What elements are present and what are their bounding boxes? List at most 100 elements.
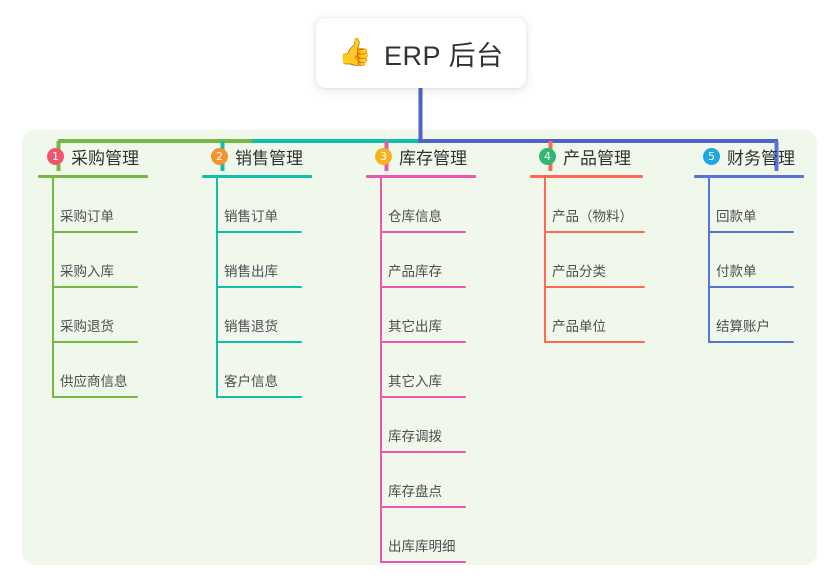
branch-title: 采购管理: [71, 148, 139, 168]
branch-spine: [708, 178, 710, 343]
branch-column: 4 产品管理产品（物料） 产品分类产品单位: [530, 144, 645, 343]
leaf-node-label: 销售退货: [224, 319, 278, 334]
leaf-underline: [52, 396, 138, 398]
leaf-node[interactable]: 客户信息: [202, 343, 312, 398]
leaf-node-label: 产品库存: [388, 264, 442, 279]
leaf-underline: [380, 231, 466, 233]
leaf-node[interactable]: 其它入库: [366, 343, 476, 398]
leaf-underline: [380, 506, 466, 508]
leaf-node[interactable]: 采购退货: [38, 288, 148, 343]
leaf-node[interactable]: 库存调拨: [366, 398, 476, 453]
thumbs-up-icon: 👍: [338, 36, 373, 67]
leaf-underline: [216, 396, 302, 398]
branch-header[interactable]: 3 库存管理: [366, 144, 476, 168]
branch-title: 财务管理: [727, 148, 795, 168]
branch-underline: [530, 175, 643, 178]
leaf-node[interactable]: 出库库明细: [366, 508, 476, 563]
leaf-node-label: 采购入库: [60, 264, 114, 279]
branch-title: 产品管理: [563, 148, 631, 168]
leaf-node[interactable]: 产品分类: [530, 233, 645, 288]
branch-header[interactable]: 1 采购管理: [38, 144, 148, 168]
root-node-label: ERP 后台: [384, 40, 504, 71]
branch-number-badge: 2: [211, 147, 228, 165]
branch-spine: [52, 178, 54, 398]
leaf-node[interactable]: 回款单: [694, 178, 804, 233]
branch-underline: [694, 175, 804, 178]
leaf-node-label: 库存盘点: [388, 484, 442, 499]
leaf-underline: [708, 286, 794, 288]
leaf-node[interactable]: 产品单位: [530, 288, 645, 343]
leaf-underline: [216, 231, 302, 233]
leaf-node[interactable]: 结算账户: [694, 288, 804, 343]
branch-column: 5 财务管理回款单付款单结算账户: [694, 144, 804, 343]
leaf-node[interactable]: 销售订单: [202, 178, 312, 233]
leaf-node[interactable]: 供应商信息: [38, 343, 148, 398]
branch-header[interactable]: 2 销售管理: [202, 144, 312, 168]
leaf-node[interactable]: 销售出库: [202, 233, 312, 288]
leaf-node-label: 产品（物料）: [552, 209, 633, 224]
leaf-node[interactable]: 其它出库: [366, 288, 476, 343]
branch-number-badge: 3: [375, 147, 392, 165]
leaf-node-label: 回款单: [716, 209, 757, 224]
leaf-node-label: 产品单位: [552, 319, 606, 334]
branch-leaf-list: 仓库信息产品库存其它出库其它入库库存调拨库存盘点出库库明细: [366, 178, 476, 563]
branch-number-badge: 1: [47, 147, 64, 165]
leaf-node-label: 供应商信息: [60, 374, 128, 389]
leaf-underline: [380, 396, 466, 398]
branch-column: 1 采购管理采购订单采购入库采购退货供应商信息: [38, 144, 148, 398]
leaf-node-label: 产品分类: [552, 264, 606, 279]
branch-leaf-list: 产品（物料） 产品分类产品单位: [530, 178, 645, 343]
branch-spine: [216, 178, 218, 398]
branch-header[interactable]: 4 产品管理: [530, 144, 643, 168]
leaf-node[interactable]: 销售退货: [202, 288, 312, 343]
leaf-underline: [380, 286, 466, 288]
leaf-underline: [544, 286, 645, 288]
branch-title: 库存管理: [399, 148, 467, 168]
leaf-underline: [52, 231, 138, 233]
leaf-underline: [708, 341, 794, 343]
branch-underline: [202, 175, 312, 178]
leaf-underline: [380, 341, 466, 343]
leaf-node[interactable]: 产品（物料）: [530, 178, 645, 233]
leaf-underline: [544, 231, 645, 233]
branch-header[interactable]: 5 财务管理: [694, 144, 804, 168]
leaf-underline: [52, 341, 138, 343]
branch-spine: [380, 178, 382, 563]
leaf-node[interactable]: 产品库存: [366, 233, 476, 288]
leaf-node[interactable]: 仓库信息: [366, 178, 476, 233]
branch-underline: [366, 175, 476, 178]
leaf-node-label: 采购退货: [60, 319, 114, 334]
branch-leaf-list: 回款单付款单结算账户: [694, 178, 804, 343]
leaf-node-label: 出库库明细: [388, 539, 456, 554]
leaf-underline: [708, 231, 794, 233]
leaf-node-label: 付款单: [716, 264, 757, 279]
leaf-node-label: 采购订单: [60, 209, 114, 224]
leaf-node[interactable]: 采购订单: [38, 178, 148, 233]
branch-leaf-list: 采购订单采购入库采购退货供应商信息: [38, 178, 148, 398]
diagram-panel: [22, 130, 817, 565]
leaf-underline: [380, 561, 466, 563]
leaf-node-label: 销售订单: [224, 209, 278, 224]
branch-column: 3 库存管理仓库信息产品库存其它出库其它入库库存调拨库存盘点出库库明细: [366, 144, 476, 563]
branch-leaf-list: 销售订单销售出库销售退货客户信息: [202, 178, 312, 398]
branch-underline: [38, 175, 148, 178]
leaf-node-label: 客户信息: [224, 374, 278, 389]
leaf-underline: [216, 286, 302, 288]
leaf-underline: [544, 341, 645, 343]
leaf-node-label: 库存调拨: [388, 429, 442, 444]
branch-title: 销售管理: [235, 148, 303, 168]
root-node[interactable]: 👍 ERP 后台: [316, 18, 526, 88]
leaf-node[interactable]: 库存盘点: [366, 453, 476, 508]
leaf-node[interactable]: 采购入库: [38, 233, 148, 288]
branch-spine: [544, 178, 546, 343]
branch-number-badge: 4: [539, 147, 556, 165]
leaf-underline: [380, 451, 466, 453]
leaf-node-label: 其它出库: [388, 319, 442, 334]
leaf-node-label: 结算账户: [716, 319, 770, 334]
branch-column: 2 销售管理销售订单销售出库销售退货客户信息: [202, 144, 312, 398]
leaf-node-label: 仓库信息: [388, 209, 442, 224]
leaf-node[interactable]: 付款单: [694, 233, 804, 288]
branch-number-badge: 5: [703, 147, 720, 165]
leaf-underline: [52, 286, 138, 288]
